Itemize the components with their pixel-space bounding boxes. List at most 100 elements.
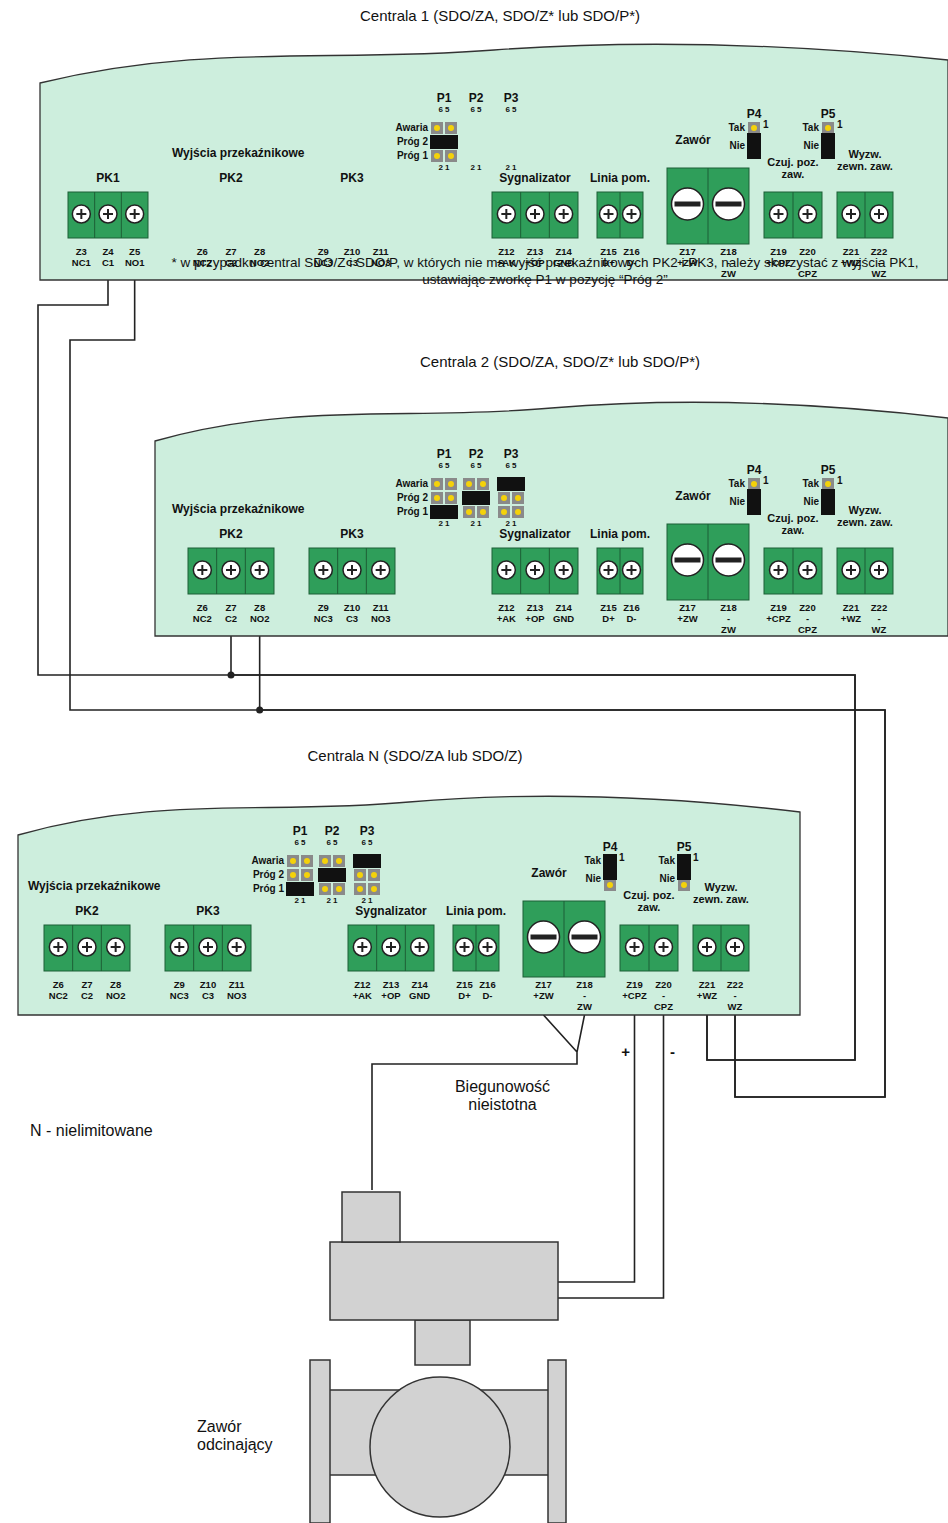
terminal-label: Z10 C3 xyxy=(344,602,360,624)
section-label: Czuj. poz. zaw. xyxy=(763,156,823,180)
section-label: Czuj. poz. zaw. xyxy=(763,512,823,536)
terminal-label: Z6 NC2 xyxy=(49,979,68,1001)
section-label: P1 xyxy=(293,825,308,838)
section-label: P5 xyxy=(821,464,836,477)
terminal-label: Z21 +WZ xyxy=(841,602,861,624)
jumper-label: Nie xyxy=(585,873,601,884)
terminal-label: Z14 GND xyxy=(553,602,574,624)
valve-illustration xyxy=(190,1190,558,1523)
section-label: Czuj. poz. zaw. xyxy=(619,889,679,913)
jumper-label: Awaria xyxy=(395,122,428,133)
pin-number: 6 5 xyxy=(470,106,481,115)
jumper-label: Nie xyxy=(659,873,675,884)
section-label: PK3 xyxy=(196,905,219,918)
wire xyxy=(558,1015,635,1282)
wire xyxy=(558,1015,664,1298)
terminal-label: Z3 NC1 xyxy=(72,246,91,268)
section-label: Wyjścia przekaźnikowe xyxy=(172,147,305,160)
section-label: P2 xyxy=(469,448,484,461)
section-label: P4 xyxy=(603,841,618,854)
terminal-label: Z6 NC2 xyxy=(193,602,212,624)
section-label: P5 xyxy=(677,841,692,854)
terminal-label: Z14 GND xyxy=(409,979,430,1001)
panel-board xyxy=(18,790,800,1015)
legend-note: N - nielimitowane xyxy=(30,1122,153,1140)
section-label: Wyzw. zewn. zaw. xyxy=(691,881,751,905)
section-label: Sygnalizator xyxy=(499,172,570,185)
panel-title: Centrala 1 (SDO/ZA, SDO/Z* lub SDO/P*) xyxy=(360,8,640,25)
section-label: P4 xyxy=(747,108,762,121)
wire xyxy=(372,1015,585,1190)
terminal-label: Z7 C2 xyxy=(225,602,237,624)
terminal-label: Z20 -CPZ xyxy=(798,602,817,635)
pin-number: 6 5 xyxy=(505,106,516,115)
terminal-label: Z9 NC3 xyxy=(170,979,189,1001)
jumper-label: 1 xyxy=(837,119,843,130)
panel-title: Centrala N (SDO/ZA lub SDO/Z) xyxy=(307,748,522,765)
terminal-label: Z12 +AK xyxy=(497,602,516,624)
wire-label: + xyxy=(621,1044,630,1061)
section-label: Zawór xyxy=(675,134,710,147)
jumper-label: 1 xyxy=(619,852,625,863)
jumper-label: 1 xyxy=(763,119,769,130)
section-label: P5 xyxy=(821,108,836,121)
valve-label: Zawór odcinający xyxy=(197,1418,273,1453)
jumper-label: Próg 2 xyxy=(253,869,284,880)
section-label: P2 xyxy=(325,825,340,838)
jumper-label: Próg 2 xyxy=(397,492,428,503)
jumper-label: Próg 1 xyxy=(253,883,284,894)
junction-dot xyxy=(256,707,263,714)
pin-number: 6 5 xyxy=(438,462,449,471)
pin-number: 2 1 xyxy=(470,164,481,173)
pin-number: 6 5 xyxy=(326,839,337,848)
section-label: Wyjścia przekaźnikowe xyxy=(28,880,161,893)
section-label: Linia pom. xyxy=(590,172,650,185)
jumper-label: Tak xyxy=(803,478,820,489)
section-label: P3 xyxy=(360,825,375,838)
terminal-label: Z18 -ZW xyxy=(576,979,592,1012)
section-label: PK2 xyxy=(219,172,242,185)
terminal-label: Z22 -WZ xyxy=(871,602,887,635)
terminal-label: Z11 NO3 xyxy=(371,602,391,624)
jumper-label: Nie xyxy=(729,496,745,507)
terminal-label: Z15 D+ xyxy=(456,979,472,1001)
control-panel: Centrala 2 (SDO/ZA, SDO/Z* lub SDO/P*)Wy… xyxy=(155,396,948,636)
terminal-label: Z19 +CPZ xyxy=(622,979,647,1001)
section-label: Sygnalizator xyxy=(355,905,426,918)
section-label: P3 xyxy=(504,448,519,461)
terminal-label: Z4 C1 xyxy=(102,246,114,268)
jumper-label: Próg 1 xyxy=(397,506,428,517)
section-label: PK3 xyxy=(340,528,363,541)
section-label: P1 xyxy=(437,92,452,105)
pin-number: 6 5 xyxy=(294,839,305,848)
jumper-label: Awaria xyxy=(395,478,428,489)
section-label: Wyzw. zewn. zaw. xyxy=(835,504,895,528)
jumper-label: Tak xyxy=(729,122,746,133)
pin-number: 2 1 xyxy=(438,164,449,173)
terminal-label: Z13 +OP xyxy=(381,979,400,1001)
panel-title: Centrala 2 (SDO/ZA, SDO/Z* lub SDO/P*) xyxy=(420,354,700,371)
section-label: Sygnalizator xyxy=(499,528,570,541)
jumper-label: Tak xyxy=(729,478,746,489)
terminal-label: Z20 -CPZ xyxy=(654,979,673,1012)
pin-number: 2 1 xyxy=(294,897,305,906)
terminal-label: Z8 NO2 xyxy=(106,979,126,1001)
terminal-label: Z17 +ZW xyxy=(677,602,697,624)
jumper-label: Nie xyxy=(803,140,819,151)
section-label: Zawór xyxy=(675,490,710,503)
jumper-label: 1 xyxy=(837,475,843,486)
section-label: PK1 xyxy=(96,172,119,185)
terminal-label: Z13 +OP xyxy=(525,602,544,624)
pin-number: 6 5 xyxy=(505,462,516,471)
section-label: PK3 xyxy=(340,172,363,185)
terminal-label: Z7 C2 xyxy=(81,979,93,1001)
section-label: P1 xyxy=(437,448,452,461)
terminal-label: Z15 D+ xyxy=(600,602,616,624)
terminal-label: Z21 +WZ xyxy=(697,979,717,1001)
shutoff-valve: Zawór odcinający xyxy=(190,1190,558,1523)
section-label: Linia pom. xyxy=(590,528,650,541)
wire-label: Biegunowość nieistotna xyxy=(440,1078,565,1113)
pin-number: 2 1 xyxy=(438,520,449,529)
jumper-label: Tak xyxy=(585,855,602,866)
terminal-label: Z16 D- xyxy=(479,979,495,1001)
